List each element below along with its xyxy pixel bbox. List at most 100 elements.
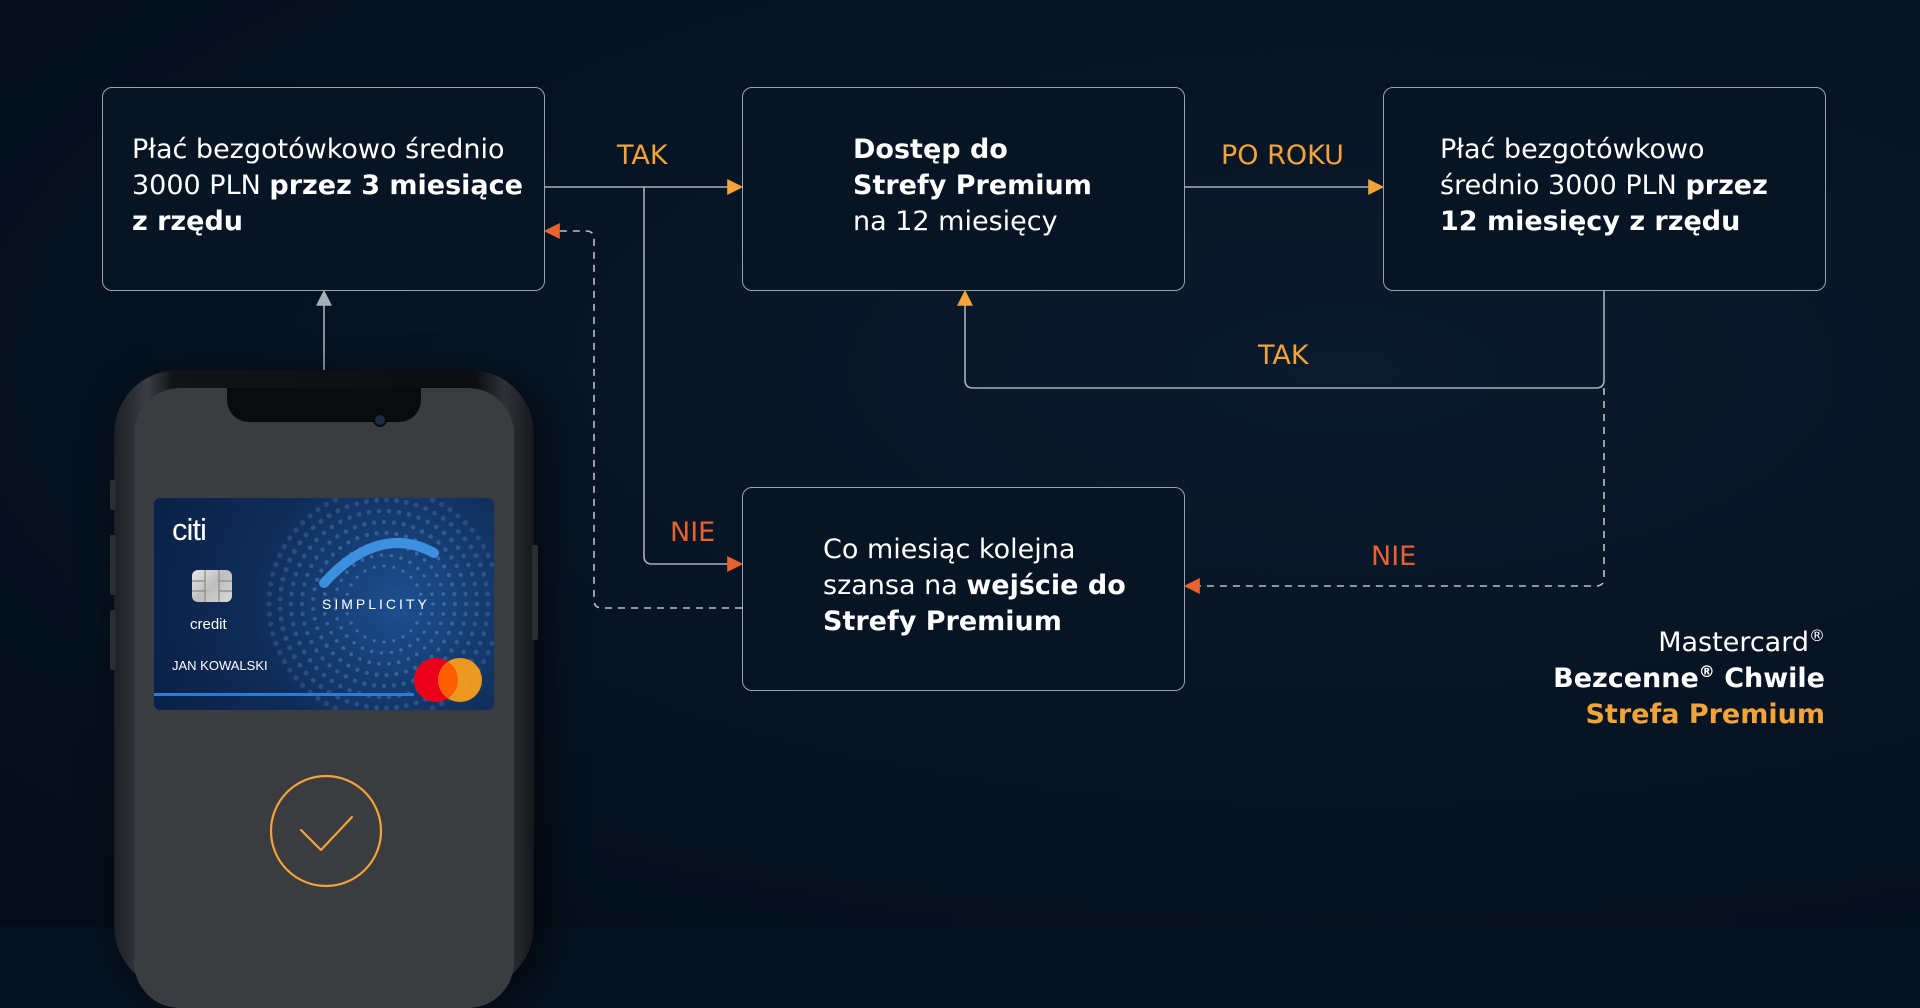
card-dot bbox=[352, 640, 356, 645]
card-dot bbox=[323, 501, 330, 508]
card-dot bbox=[345, 592, 349, 596]
card-dot bbox=[438, 501, 445, 508]
card-dot bbox=[374, 498, 379, 503]
card-dot bbox=[366, 509, 372, 515]
brand-line-premium-zone: Strefa Premium bbox=[1585, 699, 1825, 730]
card-dot bbox=[369, 649, 374, 654]
card-dot bbox=[422, 646, 427, 650]
card-dot bbox=[469, 527, 475, 533]
card-dot bbox=[409, 575, 413, 579]
card-dot bbox=[360, 558, 365, 562]
card-dot bbox=[429, 498, 436, 503]
card-dot bbox=[427, 621, 431, 626]
card-dot bbox=[363, 635, 367, 639]
card-dot bbox=[371, 683, 377, 688]
card-dot bbox=[399, 648, 403, 652]
card-dot bbox=[301, 649, 307, 655]
card-dot bbox=[335, 587, 339, 592]
card-dot bbox=[329, 524, 335, 530]
card-dot bbox=[363, 569, 367, 573]
card-dot bbox=[415, 621, 419, 625]
card-dot bbox=[406, 512, 412, 517]
card-dot bbox=[355, 536, 360, 541]
card-dot bbox=[343, 529, 349, 534]
card-dot bbox=[293, 527, 299, 533]
card-dot bbox=[458, 630, 463, 636]
card-dot bbox=[364, 533, 369, 538]
card-dot bbox=[443, 547, 448, 552]
card-dot bbox=[320, 547, 325, 552]
card-dot bbox=[369, 554, 374, 559]
card-dot bbox=[394, 704, 399, 710]
card-dot bbox=[379, 651, 384, 655]
box-access-text: Dostęp do Strefy Premium na 12 miesięcy bbox=[853, 132, 1092, 240]
card-dot bbox=[332, 498, 339, 503]
phone-power-button bbox=[532, 545, 538, 640]
card-dot bbox=[329, 630, 334, 635]
card-dot bbox=[401, 635, 405, 639]
card-dot bbox=[371, 520, 377, 525]
box-start-text: Płać bezgotówkowo średnio 3000 PLN przez… bbox=[132, 132, 523, 240]
card-dot bbox=[320, 656, 325, 661]
card-dot bbox=[477, 562, 483, 568]
card-dot bbox=[381, 519, 387, 525]
card-dot bbox=[392, 639, 396, 643]
card-dot bbox=[364, 499, 369, 504]
card-dot bbox=[438, 582, 443, 587]
card-dot bbox=[309, 563, 314, 569]
card-dot bbox=[305, 630, 310, 636]
phone-volume-up-button bbox=[110, 535, 116, 595]
card-dot bbox=[280, 576, 286, 582]
card-dot bbox=[273, 562, 279, 568]
card-dot bbox=[461, 649, 467, 655]
card-dot bbox=[469, 631, 475, 637]
card-dot bbox=[349, 583, 353, 587]
card-dot bbox=[431, 602, 435, 606]
card-dot bbox=[428, 534, 433, 539]
card-dot bbox=[266, 601, 272, 607]
card-dot bbox=[474, 611, 479, 617]
card-dot bbox=[468, 544, 474, 550]
card-dot bbox=[403, 669, 408, 674]
box-renew-line3-bold: 12 miesięcy z rzędu bbox=[1440, 206, 1741, 237]
card-dot bbox=[455, 528, 461, 534]
card-dot bbox=[485, 649, 491, 656]
card-dot bbox=[312, 616, 317, 621]
card-dot bbox=[327, 663, 332, 668]
card-dot bbox=[327, 540, 332, 545]
card-dot bbox=[441, 592, 446, 596]
card-dot bbox=[356, 512, 362, 517]
card-dot bbox=[449, 648, 454, 653]
card-dot bbox=[452, 601, 458, 607]
card-dot bbox=[427, 582, 431, 587]
box-access-line2: Strefy Premium bbox=[853, 170, 1092, 201]
card-dot bbox=[314, 648, 319, 653]
card-dot bbox=[419, 529, 425, 534]
card-dot bbox=[319, 635, 324, 640]
card-dot bbox=[416, 566, 420, 571]
card-dot bbox=[480, 543, 487, 550]
card-dot bbox=[442, 602, 446, 606]
card-dot bbox=[307, 545, 313, 551]
card-dot bbox=[469, 571, 475, 577]
card-dot bbox=[338, 657, 343, 662]
card-dot bbox=[335, 669, 340, 674]
card-dot bbox=[408, 560, 412, 565]
card-dot bbox=[438, 700, 445, 707]
card-dot bbox=[354, 501, 360, 507]
card-dot bbox=[384, 530, 389, 536]
card-dot bbox=[389, 553, 394, 558]
card-dot bbox=[392, 565, 396, 569]
card-dot bbox=[300, 611, 305, 617]
box-monthly-line2-bold: wejście do bbox=[966, 570, 1126, 601]
card-dot bbox=[302, 582, 307, 587]
card-dot bbox=[466, 640, 471, 646]
card-dot bbox=[312, 587, 317, 592]
box-access-line1: Dostęp do bbox=[853, 134, 1008, 165]
card-dot bbox=[315, 577, 320, 582]
card-dot bbox=[442, 564, 447, 569]
card-dot bbox=[277, 596, 283, 602]
card-dot bbox=[322, 592, 327, 596]
card-dot bbox=[452, 592, 457, 597]
